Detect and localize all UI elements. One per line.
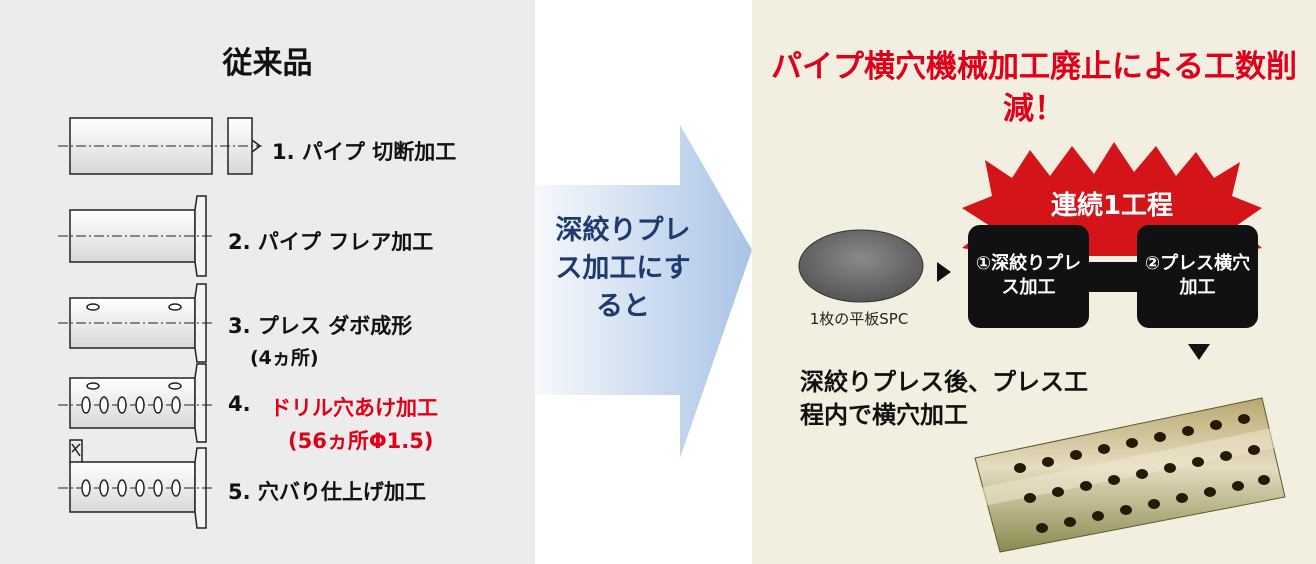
side-hole-box xyxy=(1137,225,1258,328)
side-hole-box-label: ②プレス横穴加工 xyxy=(1144,253,1251,298)
step-4-number: 4. xyxy=(228,392,251,416)
spc-disc xyxy=(798,229,924,303)
arrow-down-icon xyxy=(1188,344,1210,360)
box-connector xyxy=(1089,262,1137,292)
deep-draw-box-label: ①深絞りプレス加工 xyxy=(975,253,1082,298)
right-title: パイプ横穴機械加工廃止による工数削減！ xyxy=(770,49,1298,127)
arrow-to-box-icon xyxy=(937,262,951,282)
after-press-text: 深絞りプレス後、プレス工程内で横穴加工 xyxy=(800,368,1088,429)
process-arrow-label: 深絞りプレス加工にすると xyxy=(555,215,691,322)
perforated-tube-photo xyxy=(974,397,1286,553)
step-4-label: ドリル穴あけ加工 xyxy=(270,396,438,420)
dowel-forming-drawing xyxy=(58,283,215,363)
left-title: 従来品 xyxy=(222,46,313,81)
burring-drawing xyxy=(58,439,215,529)
step-1-label: 1. パイプ 切断加工 xyxy=(272,140,457,164)
step-4-note: (56ヵ所Φ1.5) xyxy=(288,429,434,453)
step-5-label: 5. 穴バり仕上げ加工 xyxy=(228,480,426,504)
pipe-flare-drawing xyxy=(58,195,215,277)
process-arrow xyxy=(535,125,752,458)
step-3-label: 3. プレス ダボ成形 xyxy=(228,314,413,338)
pipe-cut-drawing xyxy=(58,117,262,175)
step-3-note: (4ヵ所) xyxy=(250,347,319,369)
drilling-drawing xyxy=(58,363,215,443)
deep-draw-box xyxy=(968,225,1089,328)
spc-disc-label: 1枚の平板SPC xyxy=(809,310,909,328)
continuous-process-label: 連続1工程 xyxy=(1050,191,1174,221)
step-2-label: 2. パイプ フレア加工 xyxy=(228,230,434,254)
